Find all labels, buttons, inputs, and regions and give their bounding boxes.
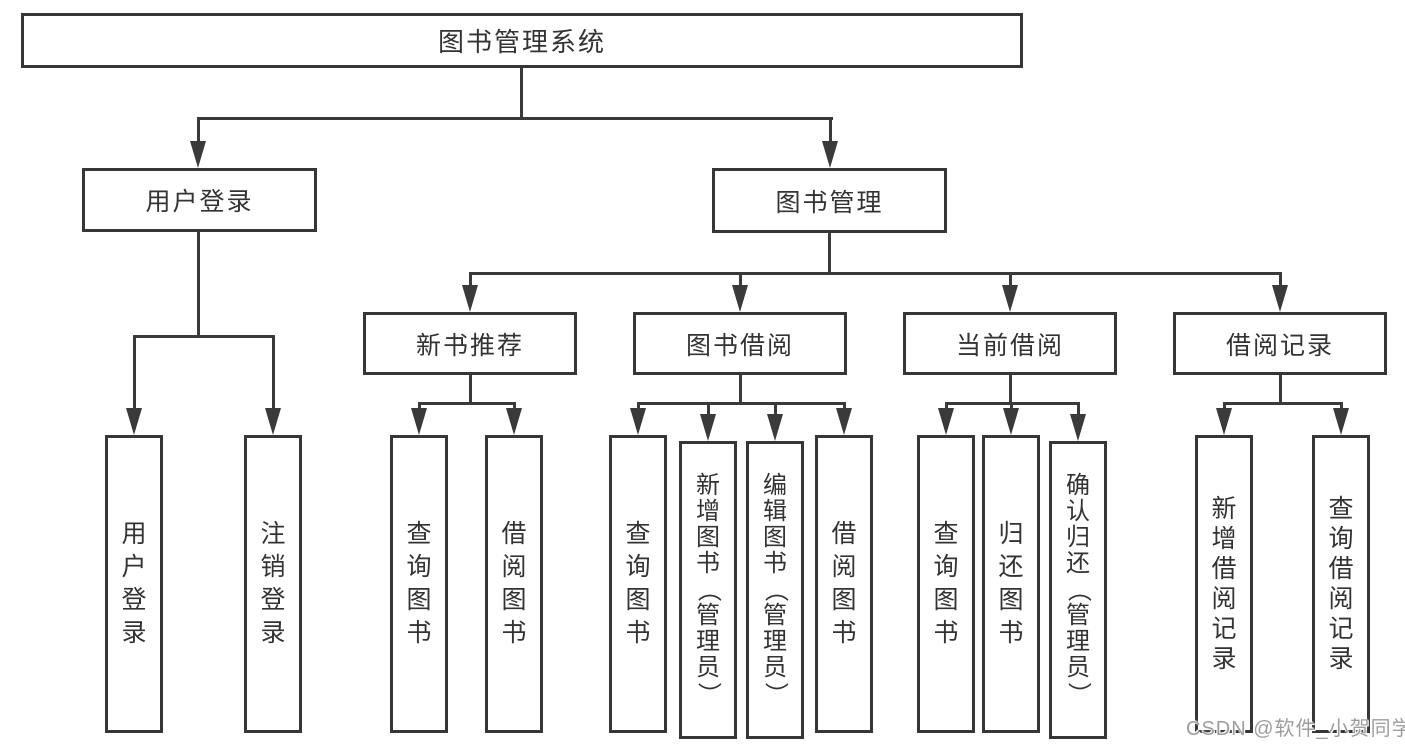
connector-line [272,335,275,413]
arrow-down-icon [630,408,646,435]
leaf-return-books-label: 归还图书 [998,520,1024,647]
connector-line [707,402,710,420]
connector-line [1009,375,1012,405]
node-new-book-recommend-label: 新书推荐 [415,331,524,360]
leaf-return-books: 归还图书 [982,435,1040,733]
connector-line [828,233,831,275]
connector-line [469,272,1281,275]
arrow-down-icon [506,408,522,435]
node-current-borrow-label: 当前借阅 [955,331,1064,360]
node-root: 图书管理系统 [21,13,1023,68]
arrow-down-icon [822,141,838,168]
leaf-query-books-borrow: 查询图书 [609,435,667,733]
leaf-confirm-return-admin: 确认归还（管理员） [1049,441,1107,739]
node-book-management: 图书管理 [712,168,947,233]
connector-line [774,402,777,420]
leaf-user-login-label: 用户登录 [121,520,147,647]
arrow-down-icon [1272,285,1288,312]
connector-line [1279,272,1282,290]
arrow-down-icon [732,285,748,312]
connector-line [1009,272,1012,290]
connector-line [418,402,516,405]
connector-line [520,67,523,119]
arrow-down-icon [1216,408,1232,435]
node-new-book-recommend: 新书推荐 [363,312,577,375]
connector-line [1223,402,1343,405]
leaf-edit-book-admin: 编辑图书（管理员） [746,441,804,739]
arrow-down-icon [411,408,427,435]
leaf-query-borrow-record-label: 查询借阅记录 [1328,494,1354,673]
leaf-add-book-admin: 新增图书（管理员） [679,441,737,739]
node-user-login-label: 用户登录 [145,188,254,216]
leaf-query-books-recommend-label: 查询图书 [406,520,432,647]
connector-line [1077,402,1080,420]
arrow-down-icon [190,141,206,168]
leaf-query-books-current-label: 查询图书 [933,520,959,647]
connector-line [829,117,832,145]
leaf-add-borrow-record: 新增借阅记录 [1195,435,1253,733]
node-book-management-label: 图书管理 [775,188,884,217]
node-book-borrow-label: 图书借阅 [685,331,794,360]
arrow-down-icon [836,408,852,435]
watermark: CSDN @软件_小贺同学 [1186,718,1405,740]
node-book-borrow: 图书借阅 [633,312,847,375]
arrow-down-icon [462,285,478,312]
leaf-borrow-books-borrow: 借阅图书 [815,435,873,733]
connector-line [469,375,472,405]
arrow-down-icon [265,408,281,435]
leaf-user-login: 用户登录 [105,435,163,733]
leaf-borrow-books-recommend: 借阅图书 [485,435,543,733]
connector-line [1279,375,1282,405]
leaf-add-book-admin-label: 新增图书（管理员） [695,472,722,707]
leaf-logout-label: 注销登录 [260,520,286,647]
arrow-down-icon [1333,408,1349,435]
node-user-login: 用户登录 [82,168,317,232]
leaf-query-books-borrow-label: 查询图书 [625,520,651,647]
leaf-borrow-books-borrow-label: 借阅图书 [831,520,857,647]
arrow-down-icon [126,408,142,435]
connector-line [739,272,742,290]
leaf-borrow-books-recommend-label: 借阅图书 [501,520,527,647]
connector-line [469,272,472,290]
connector-line [637,402,846,405]
node-current-borrow: 当前借阅 [903,312,1117,375]
leaf-edit-book-admin-label: 编辑图书（管理员） [762,472,789,707]
connector-line [739,375,742,405]
leaf-logout: 注销登录 [244,435,302,733]
connector-line [133,335,275,338]
arrow-down-icon [767,414,783,441]
arrow-down-icon [1070,414,1086,441]
arrow-down-icon [700,414,716,441]
arrow-down-icon [938,408,954,435]
node-root-label: 图书管理系统 [437,27,606,57]
leaf-query-borrow-record: 查询借阅记录 [1312,435,1370,733]
node-borrow-records: 借阅记录 [1173,312,1387,375]
connector-line [197,117,200,145]
node-borrow-records-label: 借阅记录 [1225,331,1334,360]
connector-line [197,117,833,120]
arrow-down-icon [1003,408,1019,435]
connector-line [197,232,200,338]
leaf-query-books-current: 查询图书 [917,435,975,733]
leaf-query-books-recommend: 查询图书 [390,435,448,733]
leaf-add-borrow-record-label: 新增借阅记录 [1211,494,1237,673]
arrow-down-icon [1002,285,1018,312]
connector-line [133,335,136,413]
leaf-confirm-return-admin-label: 确认归还（管理员） [1065,472,1092,707]
